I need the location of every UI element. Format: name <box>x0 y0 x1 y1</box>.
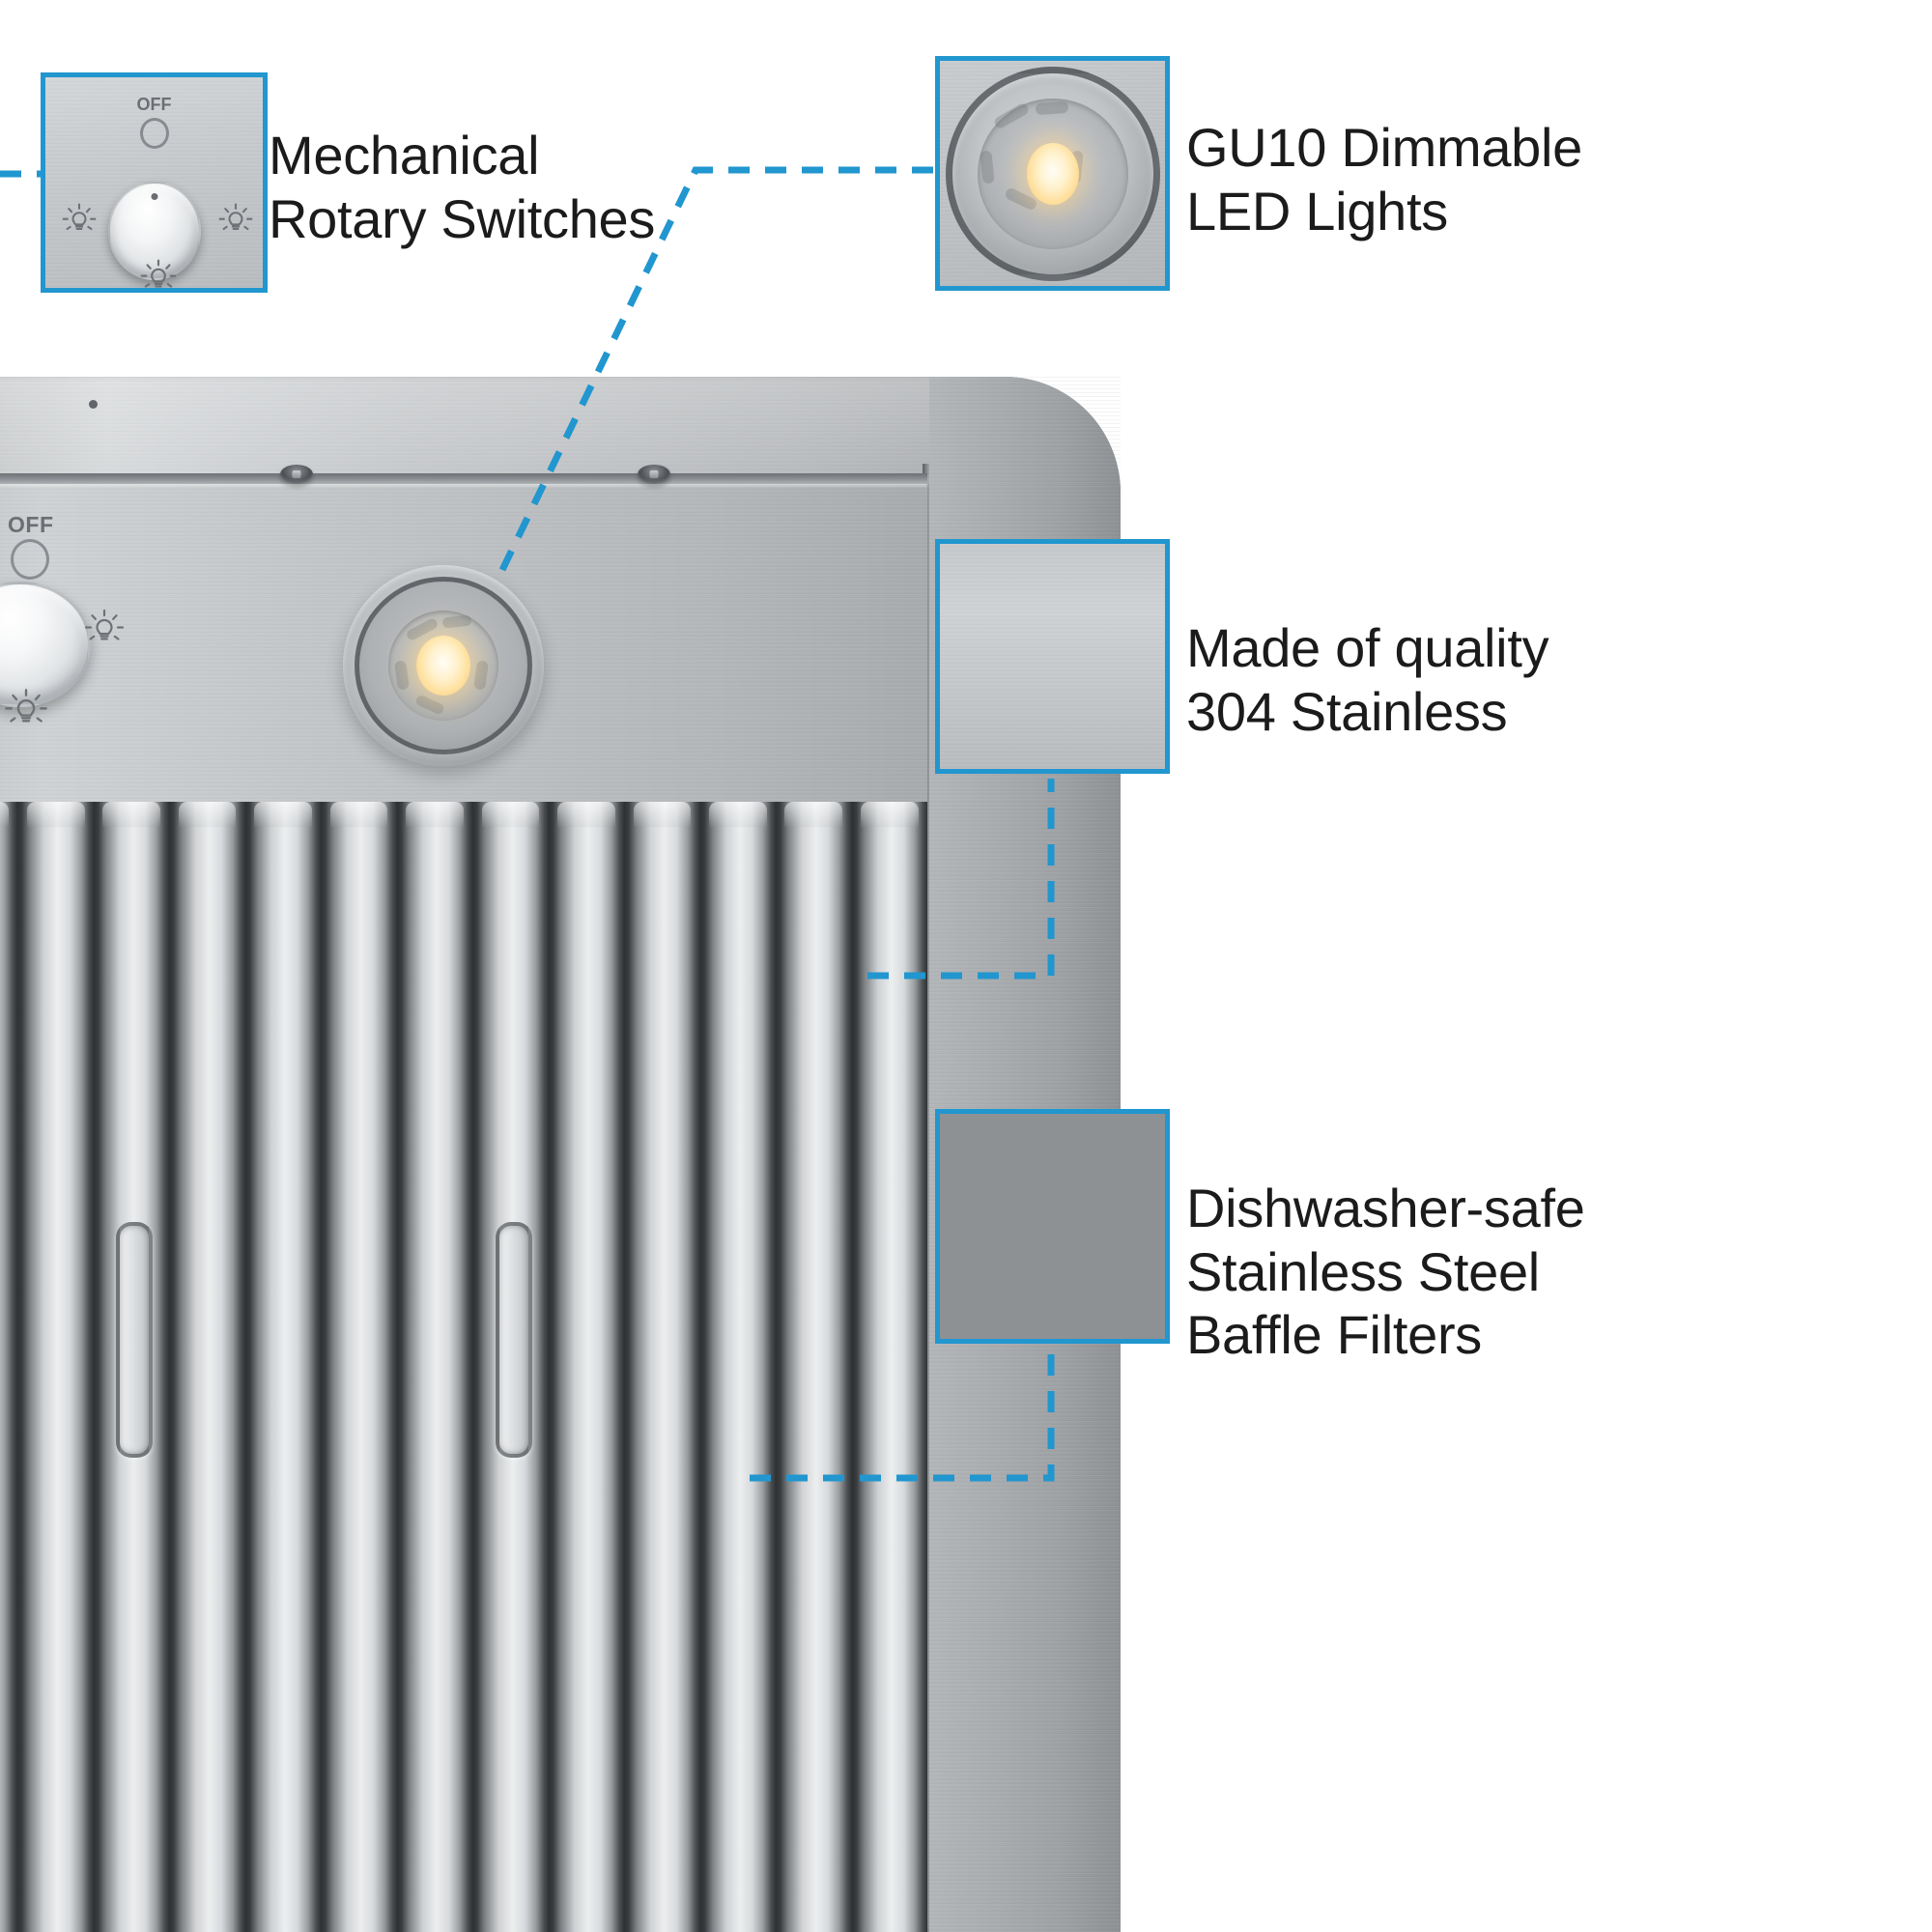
light-bulb-icon <box>139 257 178 288</box>
baffle-filter-slat <box>1030 1114 1076 1339</box>
light-bulb-icon <box>61 201 98 244</box>
thumb-led-reflector <box>1020 141 1086 207</box>
baffle-filter-slat <box>0 802 19 1932</box>
baffle-slat-top-cap <box>406 802 464 827</box>
callout-thumbnail-304-stainless <box>935 539 1170 774</box>
callout-thumbnail-led-lights <box>935 56 1170 291</box>
light-bulb-icon <box>217 201 254 244</box>
led-facet <box>441 614 472 629</box>
baffle-slat-top-cap <box>557 802 615 827</box>
thumb-off-detent-icon <box>139 118 169 149</box>
brushed-texture-overlay <box>940 544 1165 769</box>
baffle-slat-top-cap <box>329 802 388 827</box>
baffle-slat-top-cap <box>784 802 843 827</box>
baffle-filter-slat <box>244 802 323 1932</box>
thumb-off-label: OFF <box>136 95 172 114</box>
led-spotlight <box>343 565 544 766</box>
callout-label-rotary-switches: Mechanical Rotary Switches <box>269 125 656 249</box>
baffle-filter-slat <box>940 1114 986 1339</box>
callout-label-baffle-filters: Dishwasher-safe Stainless Steel Baffle F… <box>1186 1178 1585 1366</box>
baffle-slat-top-cap <box>102 802 160 827</box>
baffle-filter-slat <box>1075 1114 1122 1339</box>
baffle-filter-handle[interactable] <box>495 1222 532 1458</box>
led-mid-ring <box>388 611 498 721</box>
thumbnail-background <box>940 544 1165 769</box>
led-reflector <box>416 636 470 696</box>
thumb-led-emitter <box>1026 142 1079 205</box>
knob-off-detent-icon <box>11 539 49 580</box>
led-facet <box>979 149 995 185</box>
baffle-slat-top-cap <box>26 802 85 827</box>
callout-thumbnail-baffle-filters <box>935 1109 1170 1344</box>
baffle-filter-slat <box>985 1114 1032 1339</box>
baffle-filter-slat <box>624 802 701 1932</box>
thumb-led-mid-ring <box>977 98 1128 249</box>
baffle-filter-slat <box>169 802 246 1932</box>
baffle-slat-top-cap <box>633 802 692 827</box>
callout-label-led-lights: GU10 Dimmable LED Lights <box>1186 117 1583 242</box>
led-facet <box>1035 100 1068 115</box>
led-facet <box>414 694 445 716</box>
thumb-rotary-knob <box>107 182 201 280</box>
baffle-slat-top-cap <box>178 802 237 827</box>
baffle-slat-top-cap <box>860 802 919 827</box>
led-emitter <box>416 636 470 696</box>
led-facet <box>992 100 1030 130</box>
thumb-knob-pointer <box>151 193 157 200</box>
rotary-knob-pointer <box>89 400 98 409</box>
led-facet <box>472 660 490 691</box>
panel-groove <box>0 473 927 484</box>
baffle-slat-top-cap <box>481 802 540 827</box>
light-bulb-icon <box>83 607 126 651</box>
screw-icon <box>638 465 670 484</box>
baffle-filter-slat <box>548 802 626 1932</box>
baffle-filter-slat <box>851 802 927 1932</box>
baffle-slat-top-cap <box>709 802 767 827</box>
thumb-led-outer-ring <box>945 66 1160 281</box>
knob-off-label: OFF <box>8 512 54 537</box>
led-facet <box>393 660 411 691</box>
thumbnail-background <box>940 1114 1165 1339</box>
callout-label-304-stainless: Made of quality 304 Stainless <box>1186 617 1549 742</box>
baffle-filter-slat <box>321 802 398 1932</box>
baffle-filter-slat <box>699 802 778 1932</box>
baffle-filter-slat <box>17 802 95 1932</box>
led-outer-ring <box>355 577 532 754</box>
baffle-filter-slat <box>1120 1114 1165 1339</box>
baffle-filter-handle[interactable] <box>116 1222 154 1458</box>
baffle-slat-top-cap <box>0 802 10 827</box>
light-bulb-icon <box>2 686 50 734</box>
callout-thumbnail-rotary-switches: OFF <box>41 72 268 293</box>
screw-icon <box>280 465 313 484</box>
baffle-filter-slat <box>396 802 474 1932</box>
baffle-filter-bank <box>0 802 927 1932</box>
baffle-filter-slat <box>776 802 853 1932</box>
baffle-slat-top-cap <box>254 802 312 827</box>
